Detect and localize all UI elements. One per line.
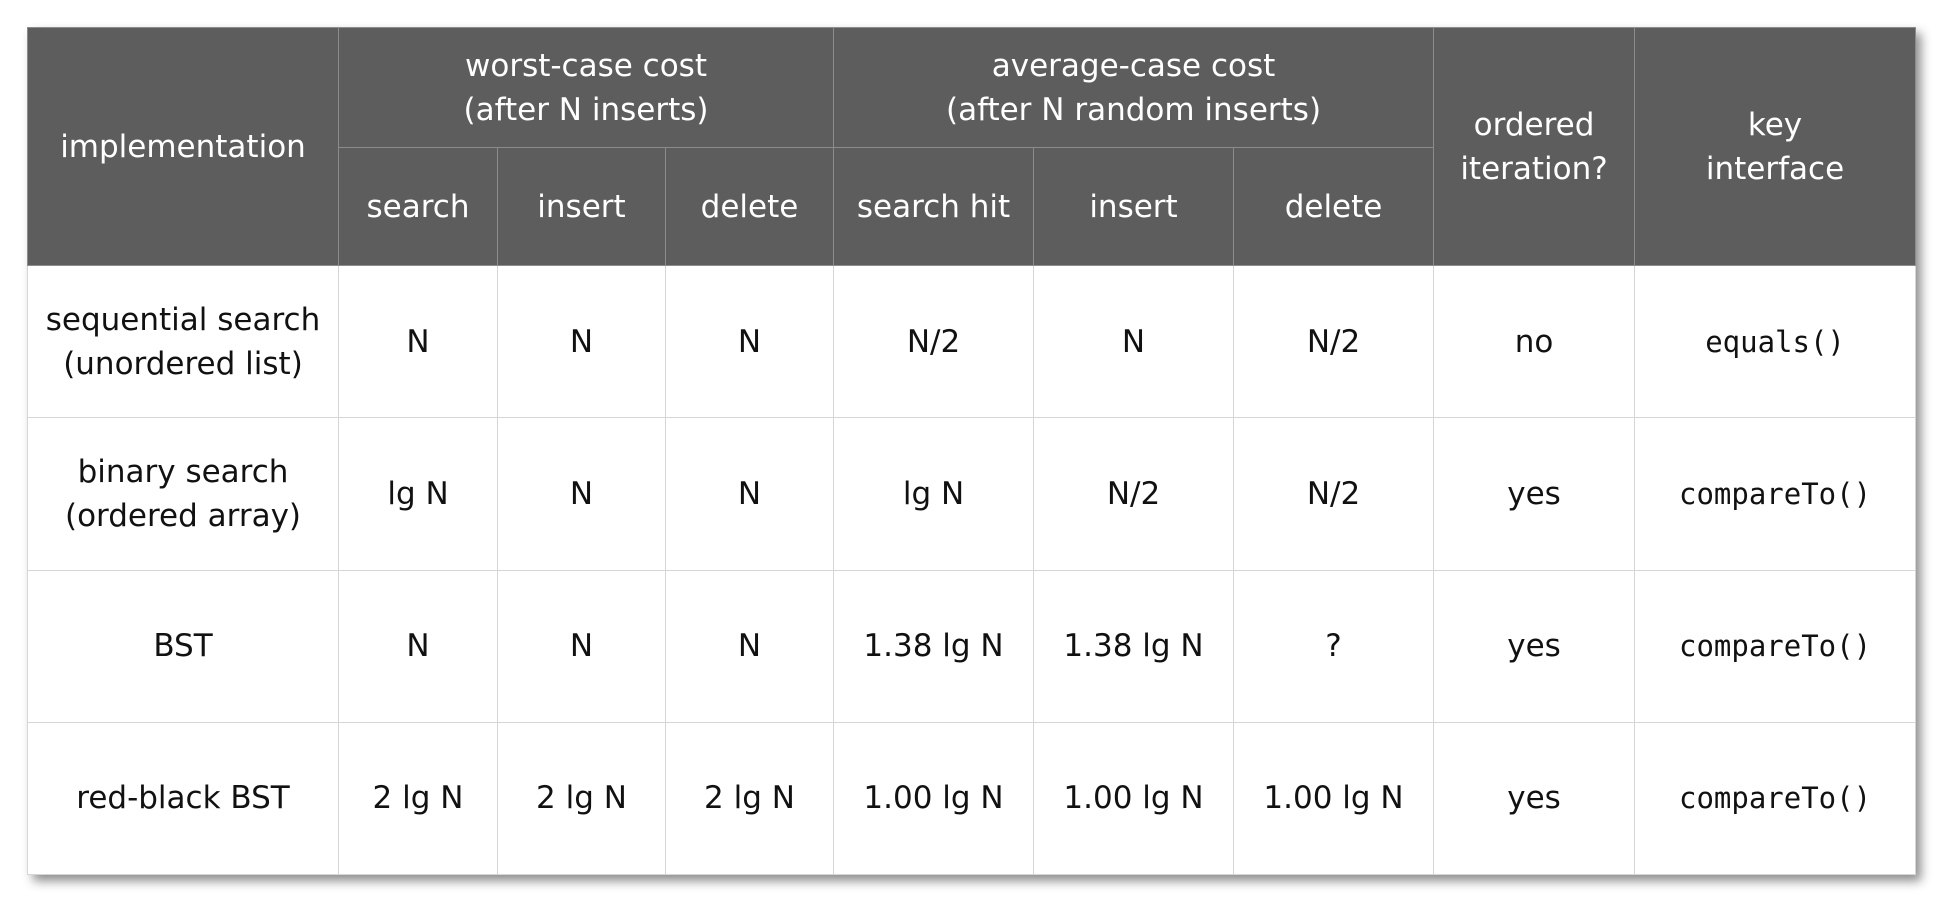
cell-avg-insert: 1.38 lg N [1033, 569, 1235, 723]
cell-avg-search-hit: 1.38 lg N [833, 569, 1035, 723]
cell-avg-search-hit: 1.00 lg N [833, 721, 1035, 876]
cell-avg-delete: 1.00 lg N [1233, 721, 1435, 876]
header-worst-delete: delete [664, 147, 835, 266]
symbol-table-summary: implementation worst-case cost (after N … [27, 27, 1917, 876]
cell-avg-delete: N/2 [1233, 417, 1435, 571]
cell-avg-search-hit: N/2 [833, 264, 1035, 419]
cell-worst-search: 2 lg N [338, 721, 498, 876]
cell-worst-insert: N [497, 417, 666, 571]
header-average-case-cost: average-case cost (after N random insert… [833, 27, 1435, 148]
cell-key-interface: compareTo() [1634, 417, 1917, 571]
header-row-top: implementation worst-case cost (after N … [27, 27, 1917, 266]
cell-worst-insert: 2 lg N [497, 721, 666, 876]
cell-implementation: sequential search (unordered list) [27, 264, 339, 419]
header-avg-search-hit: search hit [833, 147, 1035, 266]
header-avg-delete: delete [1233, 147, 1435, 266]
cell-implementation: BST [27, 569, 339, 723]
header-row-sub: search insert delete search hit insert d… [28, 147, 1916, 266]
cell-avg-insert: N/2 [1033, 417, 1235, 571]
cost-table: implementation worst-case cost (after N … [27, 27, 1917, 876]
cell-worst-delete: N [664, 569, 835, 723]
cell-ordered-iteration: no [1433, 264, 1636, 419]
cell-ordered-iteration: yes [1433, 569, 1636, 723]
cell-worst-delete: 2 lg N [664, 721, 835, 876]
cell-implementation: red-black BST [27, 721, 339, 876]
cell-key-interface: compareTo() [1634, 721, 1917, 876]
cell-worst-search: N [338, 264, 498, 419]
cell-avg-insert: 1.00 lg N [1033, 721, 1235, 876]
cell-key-interface: compareTo() [1634, 569, 1917, 723]
table-row: binary search (ordered array) lg N N N l… [27, 417, 1917, 571]
cell-ordered-iteration: yes [1433, 721, 1636, 876]
cell-key-interface: equals() [1634, 264, 1917, 419]
cell-worst-delete: N [664, 264, 835, 419]
cell-worst-delete: N [664, 417, 835, 571]
header-implementation: implementation [27, 27, 339, 266]
header-key-interface: key interface [1634, 27, 1917, 266]
cell-avg-insert: N [1033, 264, 1235, 419]
header-ordered-iteration: ordered iteration? [1433, 27, 1636, 266]
header-worst-search: search [338, 147, 498, 266]
cell-worst-insert: N [497, 264, 666, 419]
table-row: BST N N N 1.38 lg N 1.38 lg N ? yes comp… [27, 569, 1917, 723]
table-row: red-black BST 2 lg N 2 lg N 2 lg N 1.00 … [27, 721, 1917, 876]
cell-implementation: binary search (ordered array) [27, 417, 339, 571]
cell-worst-search: N [338, 569, 498, 723]
header-worst-insert: insert [497, 147, 666, 266]
cell-worst-search: lg N [338, 417, 498, 571]
cell-ordered-iteration: yes [1433, 417, 1636, 571]
cell-avg-delete: N/2 [1233, 264, 1435, 419]
cell-avg-search-hit: lg N [833, 417, 1035, 571]
cell-avg-delete: ? [1233, 569, 1435, 723]
table-row: sequential search (unordered list) N N N… [27, 264, 1917, 419]
header-avg-insert: insert [1033, 147, 1235, 266]
cell-worst-insert: N [497, 569, 666, 723]
header-worst-case-cost: worst-case cost (after N inserts) [337, 27, 835, 148]
